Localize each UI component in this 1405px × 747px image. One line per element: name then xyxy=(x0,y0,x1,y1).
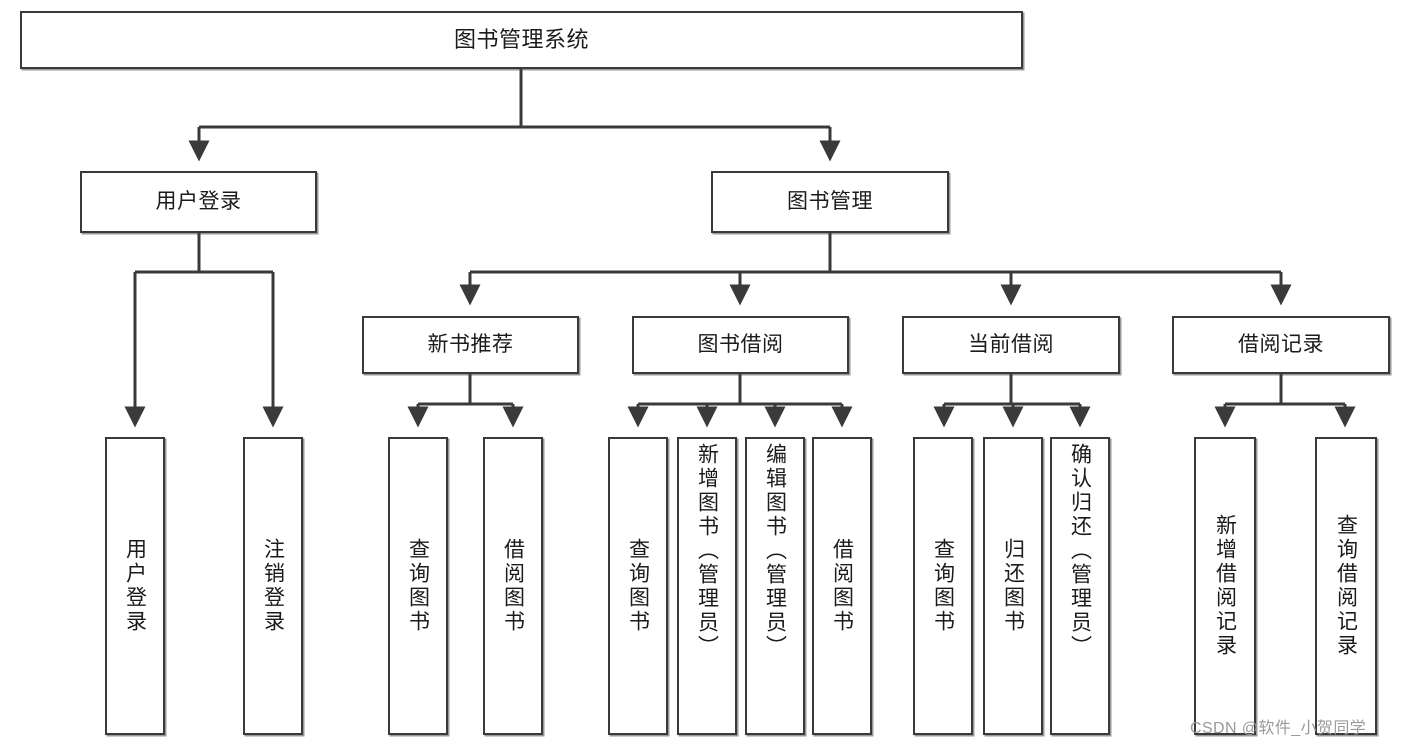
leaf-return-book-label: 归还图书 xyxy=(1001,538,1025,634)
node-borrow-record[interactable]: 借阅记录 xyxy=(1172,316,1390,374)
leaf-logout[interactable]: 注销登录 xyxy=(243,437,303,735)
leaf-return-book[interactable]: 归还图书 xyxy=(983,437,1043,735)
node-new-book-recommend-label: 新书推荐 xyxy=(427,332,514,356)
node-borrow-record-label: 借阅记录 xyxy=(1238,332,1324,356)
leaf-edit-book[interactable]: 编辑图书（管理员） xyxy=(745,437,805,735)
leaf-add-book-label: 新增图书（管理员） xyxy=(695,443,719,659)
leaf-user-login-label: 用户登录 xyxy=(123,538,147,634)
node-new-book-recommend[interactable]: 新书推荐 xyxy=(362,316,579,374)
leaf-add-book[interactable]: 新增图书（管理员） xyxy=(677,437,737,735)
leaf-query-record-label: 查询借阅记录 xyxy=(1334,514,1358,658)
node-root-label: 图书管理系统 xyxy=(453,27,589,53)
leaf-query-book-2-label: 查询图书 xyxy=(626,538,650,634)
node-current-borrow-label: 当前借阅 xyxy=(968,332,1054,356)
leaf-query-book-3-label: 查询图书 xyxy=(931,538,955,634)
node-user-login[interactable]: 用户登录 xyxy=(80,171,317,233)
leaf-query-book-2[interactable]: 查询图书 xyxy=(608,437,668,735)
node-book-borrow[interactable]: 图书借阅 xyxy=(632,316,849,374)
node-book-management[interactable]: 图书管理 xyxy=(711,171,949,233)
node-book-management-label: 图书管理 xyxy=(787,189,873,213)
leaf-borrow-book-1-label: 借阅图书 xyxy=(501,538,525,634)
watermark-text: CSDN @软件_小贺同学 xyxy=(1190,720,1367,737)
leaf-edit-book-label: 编辑图书（管理员） xyxy=(763,443,787,659)
leaf-query-book-1[interactable]: 查询图书 xyxy=(388,437,448,735)
leaf-borrow-book-1[interactable]: 借阅图书 xyxy=(483,437,543,735)
node-user-login-label: 用户登录 xyxy=(155,189,242,213)
leaf-borrow-book-2[interactable]: 借阅图书 xyxy=(812,437,872,735)
leaf-query-book-3[interactable]: 查询图书 xyxy=(913,437,973,735)
leaf-add-record[interactable]: 新增借阅记录 xyxy=(1194,437,1256,735)
leaf-user-login[interactable]: 用户登录 xyxy=(105,437,165,735)
node-book-borrow-label: 图书借阅 xyxy=(697,332,784,356)
node-current-borrow[interactable]: 当前借阅 xyxy=(902,316,1120,374)
leaf-logout-label: 注销登录 xyxy=(261,538,285,634)
leaf-confirm-return[interactable]: 确认归还（管理员） xyxy=(1050,437,1110,735)
leaf-query-record[interactable]: 查询借阅记录 xyxy=(1315,437,1377,735)
leaf-borrow-book-2-label: 借阅图书 xyxy=(830,538,854,634)
leaf-confirm-return-label: 确认归还（管理员） xyxy=(1068,443,1092,659)
leaf-add-record-label: 新增借阅记录 xyxy=(1213,514,1237,658)
node-root[interactable]: 图书管理系统 xyxy=(20,11,1023,69)
leaf-query-book-1-label: 查询图书 xyxy=(406,538,430,634)
